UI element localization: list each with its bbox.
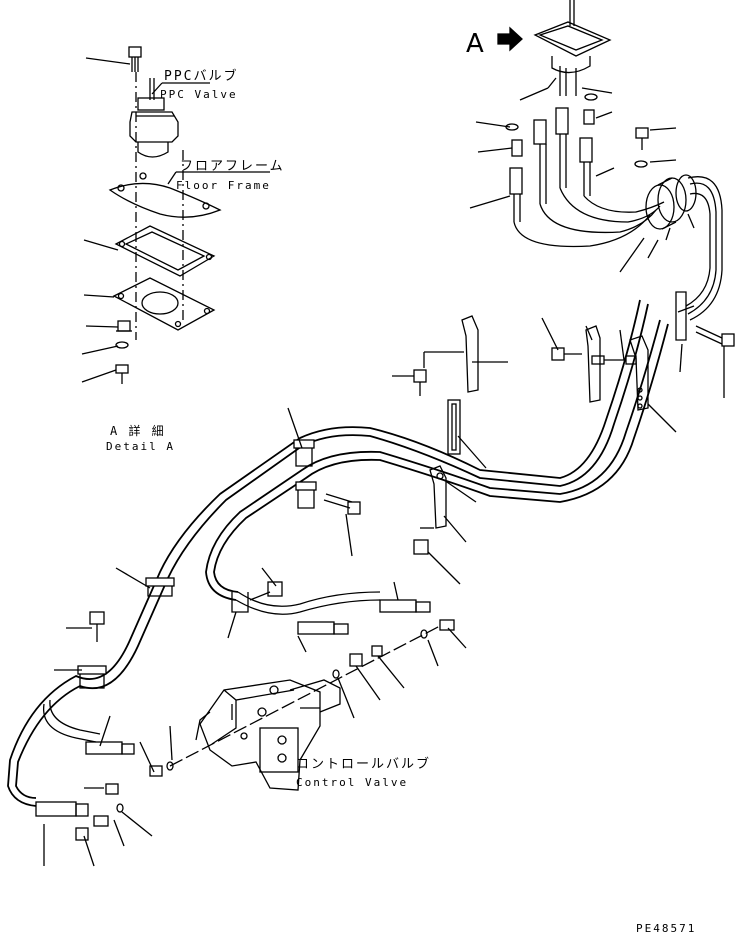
bracket-center (447, 399, 461, 455)
mount-plate-lower (112, 277, 216, 331)
tube-clamp-5 (231, 592, 249, 613)
ppc-mount-bolt (128, 46, 142, 72)
bracket-right-2 (629, 335, 649, 411)
bolt-small (115, 364, 129, 384)
leader-lines (43, 317, 725, 867)
tube-clamp-2 (295, 481, 317, 509)
mount-plate-upper (114, 225, 216, 277)
floor-frame-label-jp: フロアフレーム (180, 159, 285, 174)
control-valve-label-en: Control Valve (296, 776, 408, 789)
bolt-clamp-5 (249, 581, 283, 601)
control-valve-label-jp: コントロールバルブ (296, 756, 431, 772)
bracket-upper (461, 315, 508, 393)
view-a-group (469, 0, 723, 321)
bolt-left-clamp (89, 611, 105, 642)
nut-fitting (116, 320, 132, 332)
washer (115, 341, 129, 349)
hose-fitting-4 (509, 167, 523, 222)
control-valve (195, 679, 341, 791)
drawing-number: PE48571 (636, 922, 696, 935)
tube-clamp-1 (293, 439, 315, 467)
hose-assembly-4 (35, 801, 89, 817)
hose-assembly-2 (297, 621, 349, 635)
detail-a-label-en: Detail A (106, 440, 175, 453)
hose-fitting-3 (579, 137, 593, 196)
floor-frame-label-en: Floor Frame (176, 179, 271, 192)
detail-a-group (81, 46, 270, 384)
bolt-right (695, 325, 735, 347)
bolt-clamp-2 (323, 493, 361, 515)
detail-a-label-jp: A 詳 細 (110, 423, 166, 438)
ppc-valve-label-jp: PPCバルブ (164, 68, 238, 84)
ppc-valve (129, 78, 179, 158)
bolt-lower-bracket (413, 527, 434, 555)
tube-clamp-3 (145, 577, 175, 597)
floor-frame-boot (108, 172, 222, 218)
bracket-right-1 (585, 325, 637, 403)
ppc-valve-label-en: PPC Valve (160, 88, 238, 101)
bracket-lower (429, 465, 447, 529)
bolt-bracket-right (551, 347, 582, 361)
view-a-marker: A (466, 29, 484, 59)
hose-fitting-2 (555, 107, 569, 188)
view-arrow-icon (497, 26, 523, 52)
hose-assembly-1 (379, 599, 431, 613)
clamp-right (675, 291, 695, 341)
hose-fitting-1 (533, 119, 547, 204)
bolt-upper-bracket (413, 351, 464, 396)
hose-grommet (645, 174, 697, 230)
hose-assembly-3 (85, 741, 135, 755)
